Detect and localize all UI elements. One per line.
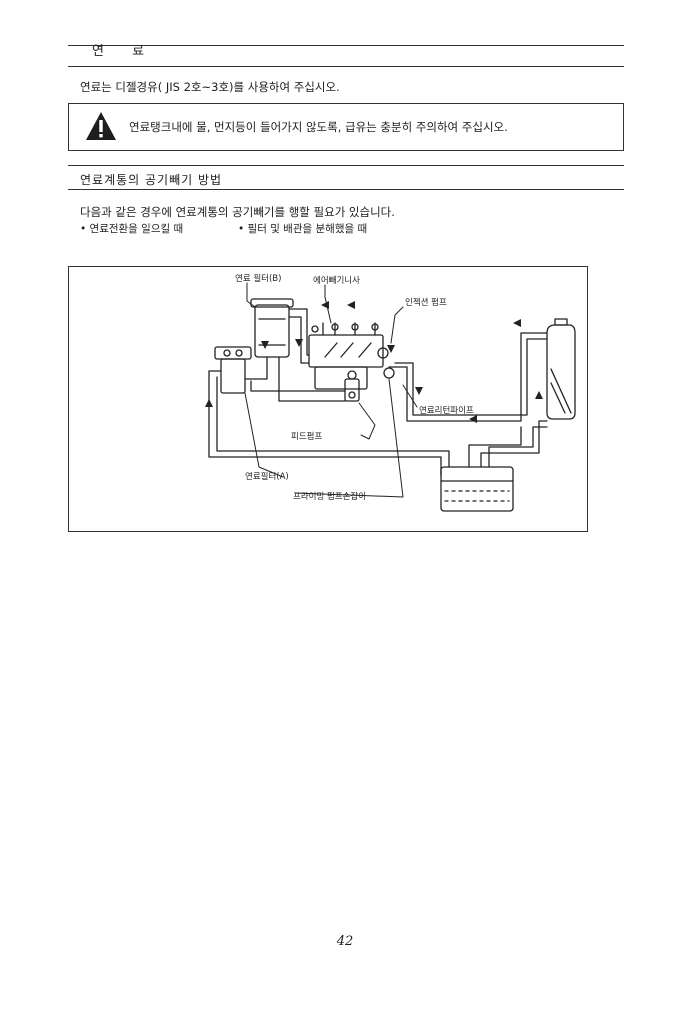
- label-fuel-return-pipe: 연료리턴파이프: [419, 405, 474, 416]
- injection-pump-drawing: [308, 322, 395, 402]
- section2-top-rule: [68, 165, 624, 166]
- bullet-item: • 필터 및 배관을 분해했을 때: [238, 223, 368, 235]
- fuel-piping: [208, 308, 548, 476]
- section1-title: 연 료: [92, 44, 157, 59]
- fuel-filter-a-drawing: [214, 346, 252, 394]
- warning-box: 연료탱크내에 물, 먼지등이 들어가지 않도록, 급유는 충분히 주의하여 주십…: [68, 103, 624, 151]
- label-feed-pump: 피드펌프: [291, 431, 322, 442]
- section2-title: 연료계통의 공기빼기 방법: [80, 173, 223, 187]
- label-air-vent-screw: 에어빼기니사: [313, 275, 360, 286]
- leader-lines: [244, 282, 418, 498]
- fuel-system-diagram: 연료 필터(B) 에어빼기니사 인젝션 펌프 연료리턴파이프 피드펌프 연료필터…: [68, 266, 588, 532]
- label-fuel-filter-a: 연료필터(A): [245, 471, 289, 482]
- section1-bottom-rule: [68, 66, 624, 67]
- fuel-system-drawing: 연료 필터(B) 에어빼기니사 인젝션 펌프 연료리턴파이프 피드펌프 연료필터…: [205, 273, 576, 512]
- page-number: 42: [336, 934, 354, 949]
- section2-bottom-rule: [68, 189, 624, 190]
- warning-triangle-icon: [86, 112, 116, 140]
- flow-arrows: [205, 301, 543, 423]
- label-fuel-filter-b: 연료 필터(B): [235, 273, 281, 284]
- warning-text: 연료탱크내에 물, 먼지등이 들어가지 않도록, 급유는 충분히 주의하여 주십…: [129, 120, 508, 134]
- section1-text: 연료는 디젤경유( JIS 2호~3호)를 사용하여 주십시오.: [80, 80, 340, 94]
- section2-intro: 다음과 같은 경우에 연료계통의 공기빼기를 행할 필요가 있습니다.: [80, 205, 395, 219]
- sub-tank-drawing: [546, 318, 576, 420]
- label-injection-pump: 인젝션 펌프: [405, 297, 447, 308]
- bullet-item: • 연료전환을 일으킬 때: [80, 223, 184, 235]
- section1-top-rule: [68, 45, 624, 46]
- label-priming-pump-handle: 프라이밍 펌프손잡이: [293, 491, 366, 502]
- fuel-filter-b-drawing: [250, 298, 294, 358]
- fuel-tank-drawing: [440, 466, 514, 512]
